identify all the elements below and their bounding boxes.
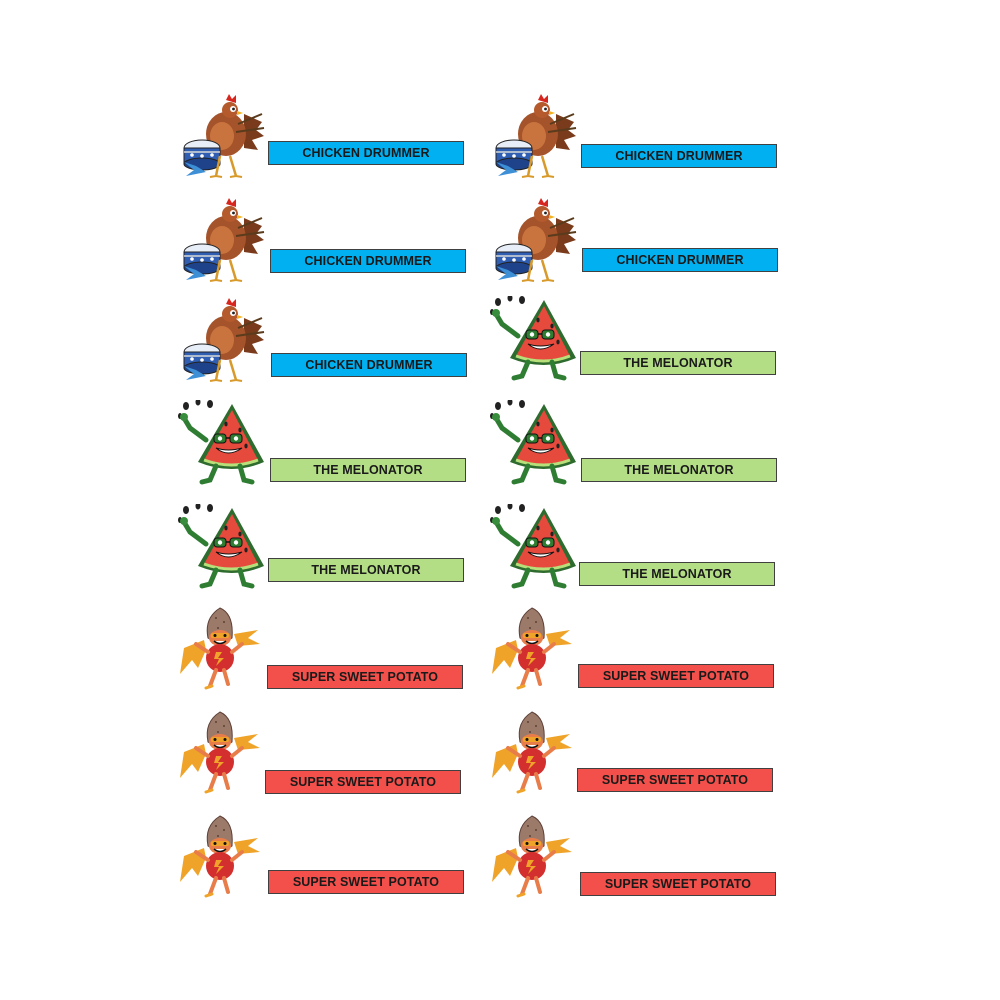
chicken-drummer-icon — [488, 196, 580, 284]
name-box: CHICKEN DRUMMER — [582, 248, 778, 272]
super-sweet-potato-icon — [176, 604, 268, 692]
melonator-icon — [488, 400, 580, 488]
name-box: CHICKEN DRUMMER — [270, 249, 466, 273]
name-box: THE MELONATOR — [268, 558, 464, 582]
name-box: THE MELONATOR — [581, 458, 777, 482]
name-label: CHICKEN DRUMMER — [488, 196, 798, 296]
super-sweet-potato-icon — [488, 708, 580, 796]
name-box: SUPER SWEET POTATO — [577, 768, 773, 792]
melonator-icon — [488, 504, 580, 592]
name-box: SUPER SWEET POTATO — [268, 870, 464, 894]
chicken-drummer-icon — [176, 196, 268, 284]
name-box: CHICKEN DRUMMER — [271, 353, 467, 377]
super-sweet-potato-icon — [488, 604, 580, 692]
name-label: SUPER SWEET POTATO — [488, 812, 798, 912]
super-sweet-potato-icon — [488, 812, 580, 900]
chicken-drummer-icon — [176, 296, 268, 384]
chicken-drummer-icon — [488, 92, 580, 180]
name-label: SUPER SWEET POTATO — [176, 812, 486, 912]
name-box: THE MELONATOR — [579, 562, 775, 586]
name-label: THE MELONATOR — [176, 400, 486, 500]
name-label: CHICKEN DRUMMER — [176, 92, 486, 192]
name-box: CHICKEN DRUMMER — [268, 141, 464, 165]
name-box: SUPER SWEET POTATO — [265, 770, 461, 794]
name-label: SUPER SWEET POTATO — [488, 604, 798, 704]
name-label: THE MELONATOR — [488, 296, 798, 396]
name-label: SUPER SWEET POTATO — [176, 604, 486, 704]
melonator-icon — [488, 296, 580, 384]
name-label: CHICKEN DRUMMER — [176, 296, 486, 396]
name-label: THE MELONATOR — [488, 400, 798, 500]
chicken-drummer-icon — [176, 92, 268, 180]
name-box: SUPER SWEET POTATO — [267, 665, 463, 689]
name-box: SUPER SWEET POTATO — [580, 872, 776, 896]
name-label: CHICKEN DRUMMER — [176, 196, 486, 296]
name-label: THE MELONATOR — [176, 504, 486, 604]
melonator-icon — [176, 400, 268, 488]
super-sweet-potato-icon — [176, 708, 268, 796]
name-box: THE MELONATOR — [270, 458, 466, 482]
super-sweet-potato-icon — [176, 812, 268, 900]
name-box: SUPER SWEET POTATO — [578, 664, 774, 688]
name-label: SUPER SWEET POTATO — [488, 708, 798, 808]
name-label: THE MELONATOR — [488, 504, 798, 604]
name-box: CHICKEN DRUMMER — [581, 144, 777, 168]
melonator-icon — [176, 504, 268, 592]
name-label: SUPER SWEET POTATO — [176, 708, 486, 808]
name-label: CHICKEN DRUMMER — [488, 92, 798, 192]
name-box: THE MELONATOR — [580, 351, 776, 375]
